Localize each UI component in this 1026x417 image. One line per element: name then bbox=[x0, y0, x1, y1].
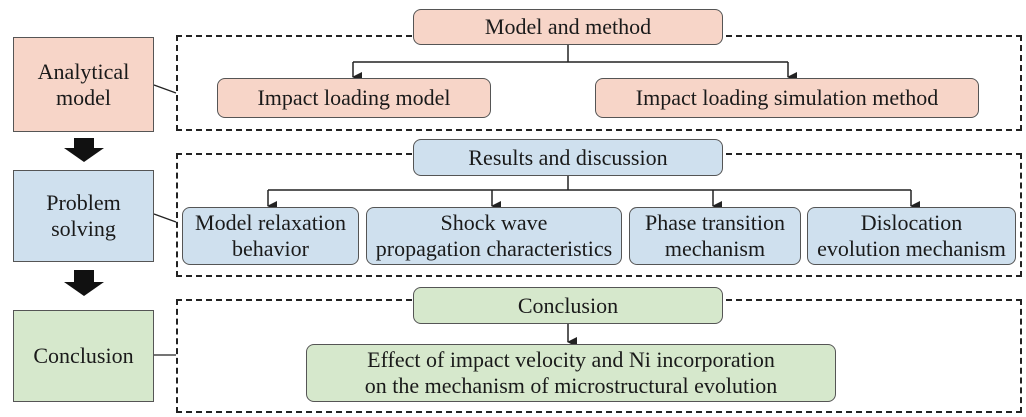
section2-connectors bbox=[267, 176, 920, 211]
stage-flow-arrows bbox=[64, 138, 104, 296]
stage-problem-solving: Problem solving bbox=[13, 170, 154, 262]
section2-item-phase-transition: Phase transition mechanism bbox=[629, 207, 801, 265]
section2-item-line: Dislocation bbox=[860, 210, 963, 236]
section2-item-line: mechanism bbox=[664, 236, 766, 261]
section1-item-impact-loading-model: Impact loading model bbox=[217, 78, 491, 118]
section1-header: Model and method bbox=[413, 9, 723, 45]
stage-line: solving bbox=[51, 216, 116, 241]
section2-item-line: Phase transition bbox=[645, 210, 785, 236]
section2-item-line: Model relaxation bbox=[195, 210, 346, 236]
stage-analytical-model: Analytical model bbox=[13, 37, 154, 132]
section2-item-line: Shock wave bbox=[440, 210, 548, 236]
section1-connectors bbox=[352, 44, 797, 82]
section1-item-label: Impact loading model bbox=[257, 85, 451, 111]
side-links bbox=[153, 84, 177, 356]
stage-line: Analytical bbox=[37, 58, 130, 84]
section3-item-line: on the mechanism of microstructural evol… bbox=[364, 373, 778, 398]
section2-header-label: Results and discussion bbox=[468, 144, 668, 170]
section3-item-line: Effect of impact velocity and Ni incorpo… bbox=[367, 347, 775, 373]
section2-item-model-relaxation: Model relaxation behavior bbox=[182, 207, 359, 265]
section3-header-label: Conclusion bbox=[517, 292, 619, 318]
stage-conclusion: Conclusion bbox=[13, 310, 154, 402]
stage-line: model bbox=[55, 84, 111, 110]
stage-down-arrow-2 bbox=[64, 270, 104, 296]
section1-header-label: Model and method bbox=[484, 14, 652, 40]
section3-item-effect: Effect of impact velocity and Ni incorpo… bbox=[306, 344, 836, 402]
section2-header: Results and discussion bbox=[413, 139, 723, 176]
section2-item-dislocation: Dislocation evolution mechanism bbox=[807, 207, 1016, 265]
section3-header: Conclusion bbox=[413, 287, 723, 324]
stage-line: Conclusion bbox=[33, 343, 134, 369]
stage-down-arrow-1 bbox=[64, 138, 104, 162]
section1-item-simulation-method: Impact loading simulation method bbox=[595, 78, 979, 118]
section2-item-line: evolution mechanism bbox=[817, 236, 1006, 261]
section1-item-label: Impact loading simulation method bbox=[635, 85, 939, 111]
stage-line: Problem bbox=[46, 190, 121, 216]
section2-item-shock-wave: Shock wave propagation characteristics bbox=[366, 207, 622, 265]
section2-item-line: behavior bbox=[232, 236, 309, 261]
section2-item-line: propagation characteristics bbox=[375, 236, 613, 261]
